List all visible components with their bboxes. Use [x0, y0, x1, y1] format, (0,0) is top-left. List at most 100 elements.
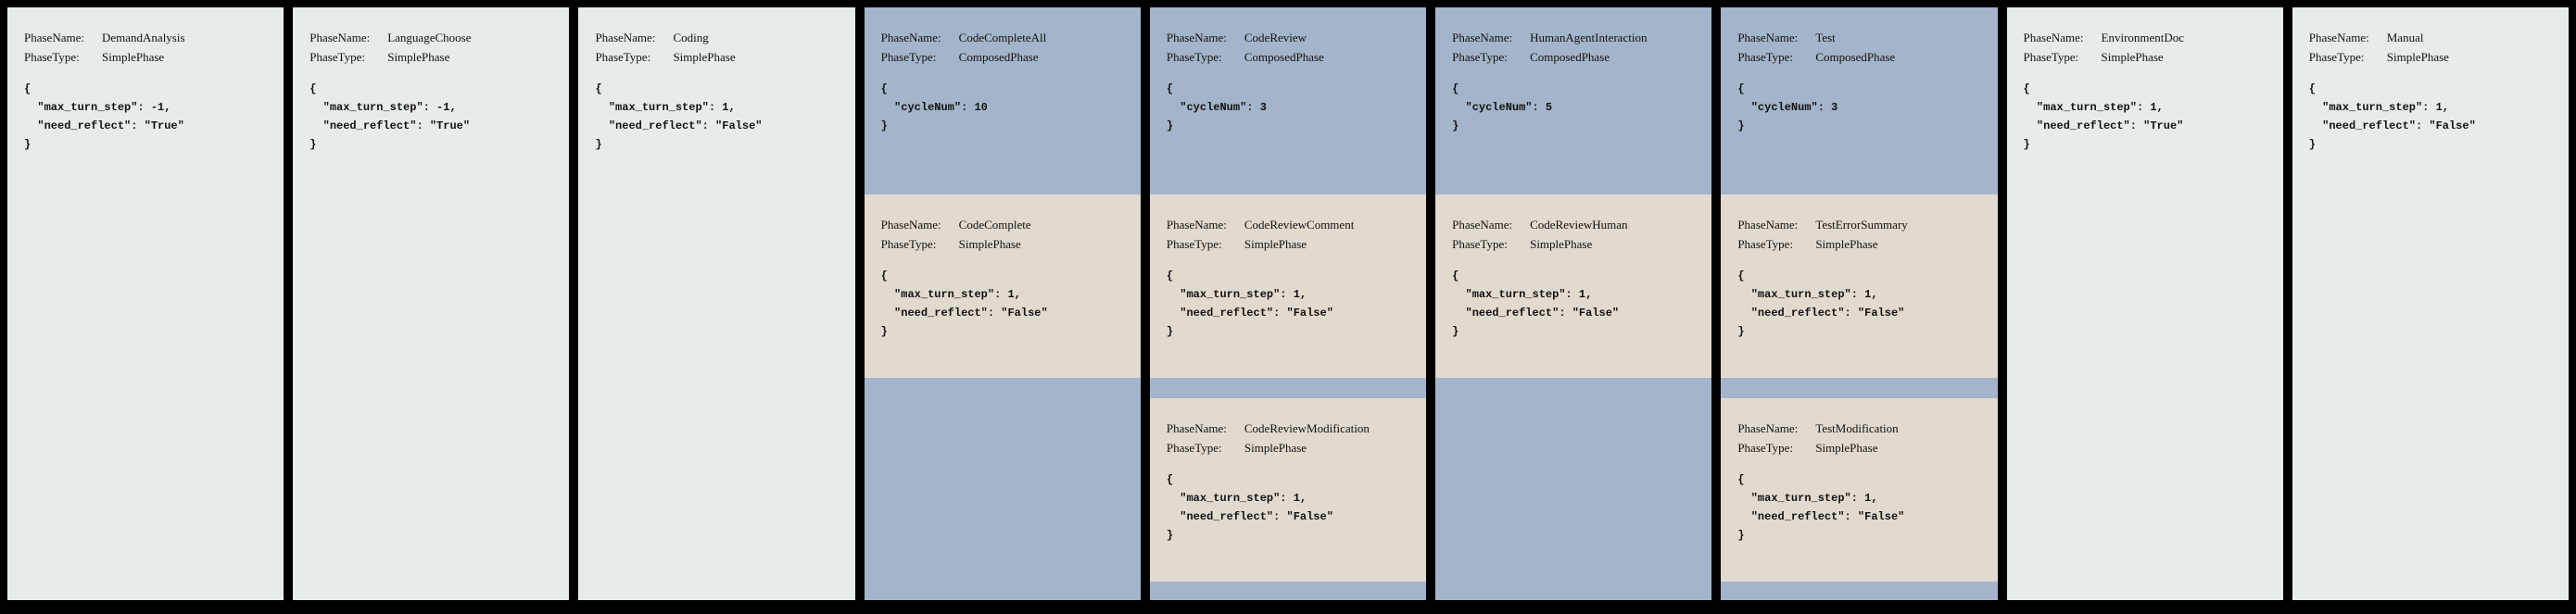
phase-name-label: PhaseName: [1737, 421, 1799, 435]
phase-type-row: PhaseType:SimplePhase [1452, 234, 1702, 254]
nested-phase-card-code-review-comment: PhaseName:CodeReviewComment PhaseType: Si… [1149, 194, 1427, 378]
phase-type-label: PhaseType: [1452, 237, 1508, 251]
phase-type-value: ComposedPhase [1530, 50, 1610, 64]
phase-config-json: { "max_turn_step": 1, "need_reflect": "F… [880, 269, 1048, 338]
phase-name-row: PhaseName: CodeReview [1167, 28, 1417, 47]
phase-type-value: SimplePhase [387, 50, 450, 64]
phase-name-label: PhaseName: [2308, 31, 2369, 44]
phase-name-value: CodeReview [1244, 31, 1307, 44]
column-fill [865, 378, 1141, 600]
phase-type-label: PhaseType: [24, 50, 80, 64]
phase-type-label: PhaseType: [880, 237, 937, 251]
phase-name-value: CodeReviewModification [1244, 421, 1370, 435]
phase-type-label: PhaseType: [1166, 237, 1222, 251]
phase-type-value: SimplePhase [1815, 441, 1878, 455]
phase-type-value: SimplePhase [1244, 237, 1307, 251]
phase-name-label: PhaseName: [595, 31, 656, 44]
phase-name-row: PhaseName:DemandAnalysis [24, 28, 274, 47]
phase-name-value: Manual [2386, 31, 2424, 44]
phase-name-value: CodeCompleteAll [958, 31, 1047, 44]
phase-header: PhaseName:EnvironmentDoc PhaseType: Simpl… [2007, 7, 2283, 194]
phase-type-label: PhaseType: [880, 50, 937, 64]
phase-name-label: PhaseName: [1166, 31, 1227, 44]
phase-type-row: PhaseType:SimplePhase [2309, 47, 2559, 67]
phase-name-label: PhaseName: [2023, 31, 2084, 44]
phase-card-code-complete-all: PhaseName:CodeCompleteAll PhaseType:Comp… [864, 7, 1141, 600]
phase-name-value: Coding [673, 31, 709, 44]
phase-config-json: { "max_turn_step": 1, "need_reflect": "F… [1737, 269, 1905, 338]
phase-card-environment-doc: PhaseName:EnvironmentDoc PhaseType: Simpl… [2006, 7, 2283, 600]
section-divider [1150, 378, 1426, 398]
phase-header: PhaseName:Test PhaseType:ComposedPhase {… [1721, 7, 1997, 194]
phase-type-value: ComposedPhase [1244, 50, 1324, 64]
phase-type-row: PhaseType:SimplePhase [1737, 438, 1988, 457]
phase-name-row: PhaseName:CodeCompleteAll [881, 28, 1131, 47]
phase-name-value: CodeComplete [958, 218, 1031, 232]
phase-config-json: { "cycleNum": 5 } [1452, 82, 1553, 132]
column-fill [1150, 582, 1426, 600]
phase-type-value: ComposedPhase [958, 50, 1039, 64]
phase-type-value: SimplePhase [1244, 441, 1307, 455]
phase-card-code-review: PhaseName: CodeReview PhaseType: ComposedP… [1149, 7, 1427, 600]
column-fill [1721, 582, 1997, 600]
phase-type-row: PhaseType:SimplePhase [595, 47, 845, 67]
phase-type-value: SimplePhase [102, 50, 165, 64]
phase-name-label: PhaseName: [1452, 218, 1513, 232]
phase-card-coding: PhaseName: Coding PhaseType:SimplePhase {… [578, 7, 855, 600]
phase-card-demand-analysis: PhaseName:DemandAnalysis PhaseType: Simpl… [7, 7, 284, 600]
phase-type-row: PhaseType: SimplePhase [1167, 234, 1417, 254]
nested-phase-card-code-complete: PhaseName: CodeComplete PhaseType: SimpleP… [864, 194, 1141, 378]
phase-type-row: PhaseType:SimplePhase [1737, 234, 1988, 254]
column-fill [1435, 378, 1711, 600]
phase-type-label: PhaseType: [595, 50, 651, 64]
phase-type-row: PhaseType: SimplePhase [309, 47, 560, 67]
phase-card-human-agent-interaction: PhaseName: HumanAgentInteraction PhaseTyp… [1435, 7, 1712, 600]
phase-type-label: PhaseType: [1452, 50, 1508, 64]
phase-name-row: PhaseName: CodeReviewHuman [1452, 215, 1702, 234]
phase-header: PhaseName:DemandAnalysis PhaseType: Simpl… [7, 7, 284, 194]
nested-phase-card-code-review-modification: PhaseName:CodeReviewModification PhaseTy… [1149, 398, 1427, 582]
phase-config-json: { "max_turn_step": 1, "need_reflect": "F… [1452, 269, 1620, 338]
phase-config-json: { "max_turn_step": 1, "need_reflect": "F… [2308, 82, 2476, 151]
phase-type-label: PhaseType: [1166, 50, 1222, 64]
phase-name-label: PhaseName: [1737, 31, 1799, 44]
phase-config-json: { "max_turn_step": -1, "need_reflect": "… [24, 82, 184, 151]
nested-phase-card-test-error-summary: PhaseName:TestErrorSummary PhaseType:Sim… [1721, 194, 1998, 378]
phase-name-row: PhaseName: TestModification [1737, 419, 1988, 438]
phase-name-label: PhaseName: [1452, 31, 1513, 44]
phase-name-value: LanguageChoose [387, 31, 472, 44]
phase-type-label: PhaseType: [1737, 237, 1794, 251]
phase-card-test: PhaseName:Test PhaseType:ComposedPhase {… [1721, 7, 1998, 600]
phase-type-label: PhaseType: [309, 50, 365, 64]
phase-type-value: SimplePhase [2101, 50, 2164, 64]
phase-type-label: PhaseType: [2308, 50, 2365, 64]
nested-phase-card-code-review-human: PhaseName: CodeReviewHuman PhaseType:Simp… [1435, 194, 1712, 378]
phase-name-value: TestErrorSummary [1815, 218, 1908, 232]
phase-header: PhaseName: HumanAgentInteraction PhaseTyp… [1435, 7, 1711, 194]
phase-name-row: PhaseName: CodeComplete [881, 215, 1131, 234]
phase-name-value: CodeReviewHuman [1530, 218, 1628, 232]
phase-config-figure: PhaseName:DemandAnalysis PhaseType: Simpl… [7, 7, 2569, 600]
phase-name-row: PhaseName:CodeReviewComment [1167, 215, 1417, 234]
phase-type-label: PhaseType: [1737, 50, 1794, 64]
phase-type-row: PhaseType: SimplePhase [2024, 47, 2274, 67]
phase-type-row: PhaseType: ComposedPhase [881, 47, 1131, 67]
phase-name-row: PhaseName: Manual [2309, 28, 2559, 47]
phase-name-label: PhaseName: [309, 31, 371, 44]
phase-config-json: { "max_turn_step": 1, "need_reflect": "F… [1737, 473, 1905, 542]
phase-type-row: PhaseType:ComposedPhase [1737, 47, 1988, 67]
phase-type-label: PhaseType: [2023, 50, 2079, 64]
phase-name-value: HumanAgentInteraction [1530, 31, 1648, 44]
phase-name-row: PhaseName:CodeReviewModification [1167, 419, 1417, 438]
phase-name-label: PhaseName: [880, 218, 941, 232]
phase-name-value: TestModification [1815, 421, 1899, 435]
phase-type-row: PhaseType: ComposedPhase [1452, 47, 1702, 67]
phase-config-json: { "cycleNum": 3 } [1166, 82, 1267, 132]
phase-type-row: PhaseType:SimplePhase [1167, 438, 1417, 457]
phase-config-json: { "max_turn_step": 1, "need_reflect": "F… [595, 82, 763, 151]
phase-type-value: SimplePhase [958, 237, 1021, 251]
phase-name-row: PhaseName: LanguageChoose [309, 28, 560, 47]
phase-name-row: PhaseName: HumanAgentInteraction [1452, 28, 1702, 47]
phase-header: PhaseName: Manual PhaseType:SimplePhase {… [2292, 7, 2569, 194]
phase-name-row: PhaseName:EnvironmentDoc [2024, 28, 2274, 47]
